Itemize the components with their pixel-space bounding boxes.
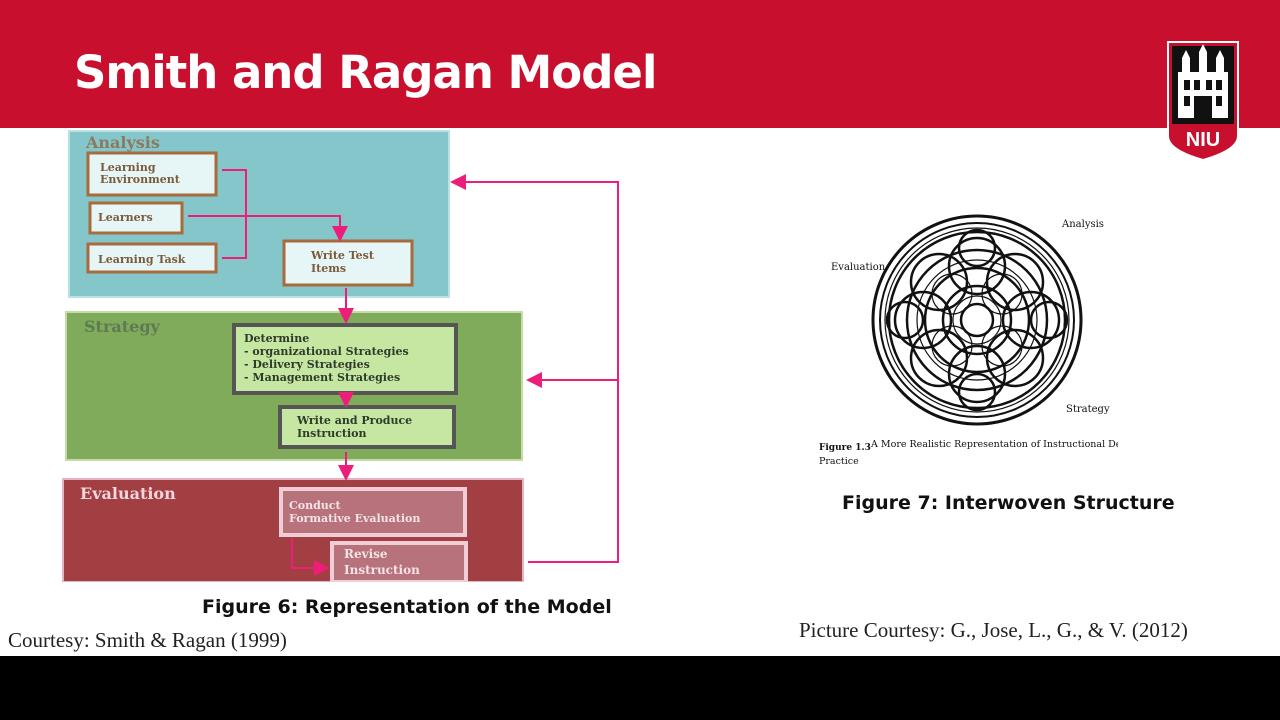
write-produce-instruction-box [278, 405, 456, 449]
evaluation-label: Evaluation [80, 484, 176, 503]
slide-title: Smith and Ragan Model [74, 46, 657, 99]
fig7-evaluation-label: Evaluation [831, 262, 886, 273]
svg-text:Learning: Learning [100, 161, 156, 174]
svg-text:- organizational Strategies: - organizational Strategies [244, 345, 409, 358]
revise-instruction-box [330, 541, 468, 582]
svg-text:- Delivery Strategies: - Delivery Strategies [244, 358, 370, 371]
figure6-credit: Courtesy: Smith & Ragan (1999) [8, 628, 287, 652]
figure7-caption: Figure 7: Interwoven Structure [842, 492, 1175, 514]
fig7-strategy-label: Strategy [1066, 404, 1110, 415]
conduct-formative-evaluation-box [279, 487, 467, 537]
interwoven-structure-figure: Analysis Evaluation Strategy Figure 1.3 … [819, 214, 1118, 467]
bottom-bar [0, 656, 1280, 720]
niu-logo-icon: NIU [1167, 41, 1239, 162]
strategy-label: Strategy [84, 317, 161, 336]
svg-text:Learners: Learners [98, 211, 153, 224]
smith-ragan-model-diagram: Analysis Learning Environment Learners L… [62, 130, 619, 582]
svg-text:Items: Items [311, 262, 346, 275]
figure6-caption: Figure 6: Representation of the Model [202, 596, 612, 618]
title-bar [0, 0, 1280, 128]
svg-text:Conduct: Conduct [289, 499, 341, 512]
fig7-analysis-label: Analysis [1061, 219, 1104, 230]
learners-box [88, 201, 184, 235]
svg-text:Environment: Environment [100, 173, 181, 186]
figure7-credit: Picture Courtesy: G., Jose, L., G., & V.… [799, 618, 1188, 642]
learning-task-box [86, 242, 218, 274]
svg-text:Write and Produce: Write and Produce [296, 414, 412, 427]
fig7-figure-title: A More Realistic Representation of Instr… [870, 439, 1118, 450]
svg-text:Write Test: Write Test [310, 249, 375, 262]
svg-text:Instruction: Instruction [297, 427, 367, 440]
learning-environment-box [86, 151, 218, 197]
analysis-label: Analysis [85, 133, 160, 152]
svg-text:Revise: Revise [344, 547, 388, 561]
svg-text:Formative Evaluation: Formative Evaluation [289, 512, 420, 525]
svg-text:Determine: Determine [244, 332, 309, 345]
fig7-figure-number: Figure 1.3 [819, 443, 871, 453]
write-test-items-box [282, 239, 414, 287]
fig7-figure-title-cont: Practice [819, 456, 859, 467]
logo-text: NIU [1186, 129, 1220, 151]
svg-text:- Management Strategies: - Management Strategies [244, 371, 400, 384]
svg-text:Learning Task: Learning Task [98, 253, 186, 266]
svg-text:Instruction: Instruction [344, 563, 420, 577]
flow-arrows [188, 169, 619, 576]
